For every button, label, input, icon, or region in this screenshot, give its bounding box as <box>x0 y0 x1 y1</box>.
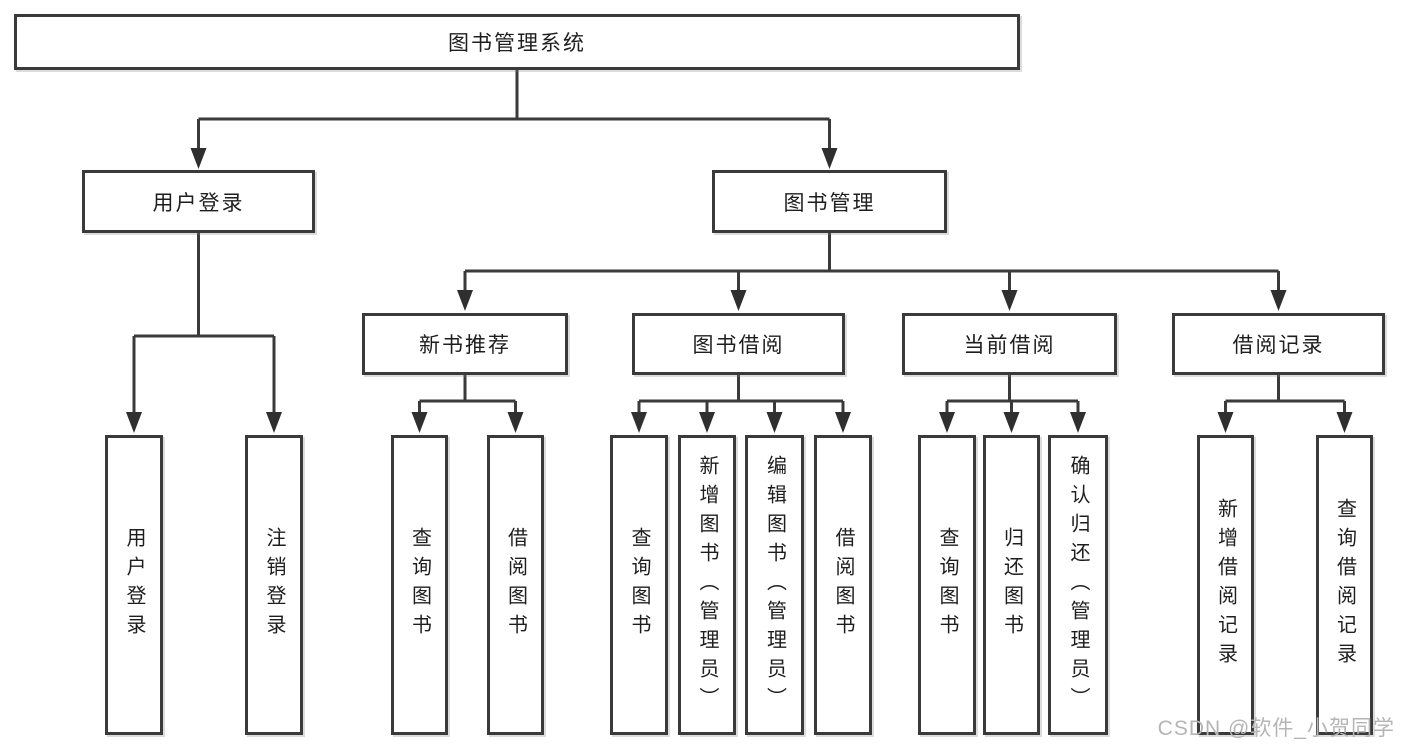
node-book-management: 图书管理 <box>712 170 947 233</box>
leaf-borrow-books-recommend-label: 借阅图书 <box>504 527 527 643</box>
node-root: 图书管理系统 <box>14 14 1020 70</box>
leaf-add-borrow-record-label: 新增借阅记录 <box>1214 498 1237 672</box>
arrow-down-icon <box>730 290 747 311</box>
csdn-watermark: CSDN @软件_小贺同学 <box>1157 717 1395 740</box>
arrow-down-icon <box>411 412 428 433</box>
arrow-down-icon <box>507 412 524 433</box>
leaf-return-books-label: 归还图书 <box>1000 527 1023 643</box>
leaf-borrow-books-label: 借阅图书 <box>832 527 854 643</box>
arrow-down-icon <box>1070 412 1086 433</box>
node-user-login: 用户登录 <box>82 170 315 233</box>
node-new-book-recommend-label: 新书推荐 <box>419 334 511 357</box>
leaf-add-borrow-record: 新增借阅记录 <box>1197 435 1254 735</box>
leaf-logout-label: 注销登录 <box>263 527 285 643</box>
leaf-query-books-recommend-label: 查询图书 <box>408 527 431 643</box>
leaf-edit-book-admin-label: 编辑图书（管理员） <box>763 454 786 716</box>
connector-borrow-records-to-leaves <box>1224 375 1346 418</box>
leaf-logout: 注销登录 <box>245 435 303 735</box>
leaf-edit-book-admin: 编辑图书（管理员） <box>745 435 804 735</box>
connector-new-book-recommend-to-leaves <box>418 375 517 418</box>
arrow-down-icon <box>126 412 142 433</box>
connector-book-management-to-level3 <box>463 233 1280 296</box>
connector-current-borrow-to-leaves <box>945 375 1080 418</box>
arrow-down-icon <box>821 148 838 169</box>
leaf-query-books-current-label: 查询图书 <box>936 527 958 643</box>
leaf-query-borrow-record-label: 查询借阅记录 <box>1333 498 1356 672</box>
connector-user-login-to-leaves <box>132 233 276 418</box>
node-book-borrow: 图书借阅 <box>632 313 845 375</box>
arrow-down-icon <box>190 148 207 169</box>
leaf-borrow-books-recommend: 借阅图书 <box>487 435 544 735</box>
node-book-borrow-label: 图书借阅 <box>692 334 785 357</box>
arrow-down-icon <box>266 412 282 433</box>
arrow-down-icon <box>939 412 955 433</box>
node-current-borrow-label: 当前借阅 <box>963 334 1056 357</box>
arrowheads <box>126 148 1353 433</box>
node-current-borrow: 当前借阅 <box>902 313 1117 375</box>
arrow-down-icon <box>766 412 783 433</box>
arrow-down-icon <box>1001 290 1018 311</box>
leaf-return-books: 归还图书 <box>983 435 1040 735</box>
arrow-down-icon <box>631 412 647 433</box>
leaf-user-login-label: 用户登录 <box>123 527 145 643</box>
arrow-down-icon <box>835 412 851 433</box>
arrow-down-icon <box>457 290 473 311</box>
leaf-add-book-admin: 新增图书（管理员） <box>678 435 736 735</box>
connector-root-to-level2 <box>197 70 831 153</box>
node-new-book-recommend: 新书推荐 <box>362 313 568 375</box>
node-user-login-label: 用户登录 <box>152 191 245 215</box>
arrow-down-icon <box>699 412 715 433</box>
arrow-down-icon <box>1270 290 1287 311</box>
leaf-query-borrow-record: 查询借阅记录 <box>1316 435 1373 735</box>
leaf-query-books-borrow-label: 查询图书 <box>628 527 650 643</box>
leaf-confirm-return-admin: 确认归还（管理员） <box>1048 435 1108 735</box>
arrow-down-icon <box>1217 412 1234 433</box>
leaf-user-login: 用户登录 <box>105 435 163 735</box>
leaf-add-book-admin-label: 新增图书（管理员） <box>696 454 718 716</box>
connector-book-borrow-to-leaves <box>637 375 845 418</box>
leaf-query-books-recommend: 查询图书 <box>391 435 448 735</box>
node-borrow-records-label: 借阅记录 <box>1232 334 1325 357</box>
node-borrow-records: 借阅记录 <box>1172 313 1385 375</box>
leaf-confirm-return-admin-label: 确认归还（管理员） <box>1067 454 1089 716</box>
arrow-down-icon <box>1336 412 1353 433</box>
arrow-down-icon <box>1003 412 1020 433</box>
leaf-borrow-books: 借阅图书 <box>814 435 872 735</box>
node-book-management-label: 图书管理 <box>783 191 876 215</box>
leaf-query-books-borrow: 查询图书 <box>610 435 668 735</box>
node-root-label: 图书管理系统 <box>448 32 586 55</box>
leaf-query-books-current: 查询图书 <box>918 435 976 735</box>
